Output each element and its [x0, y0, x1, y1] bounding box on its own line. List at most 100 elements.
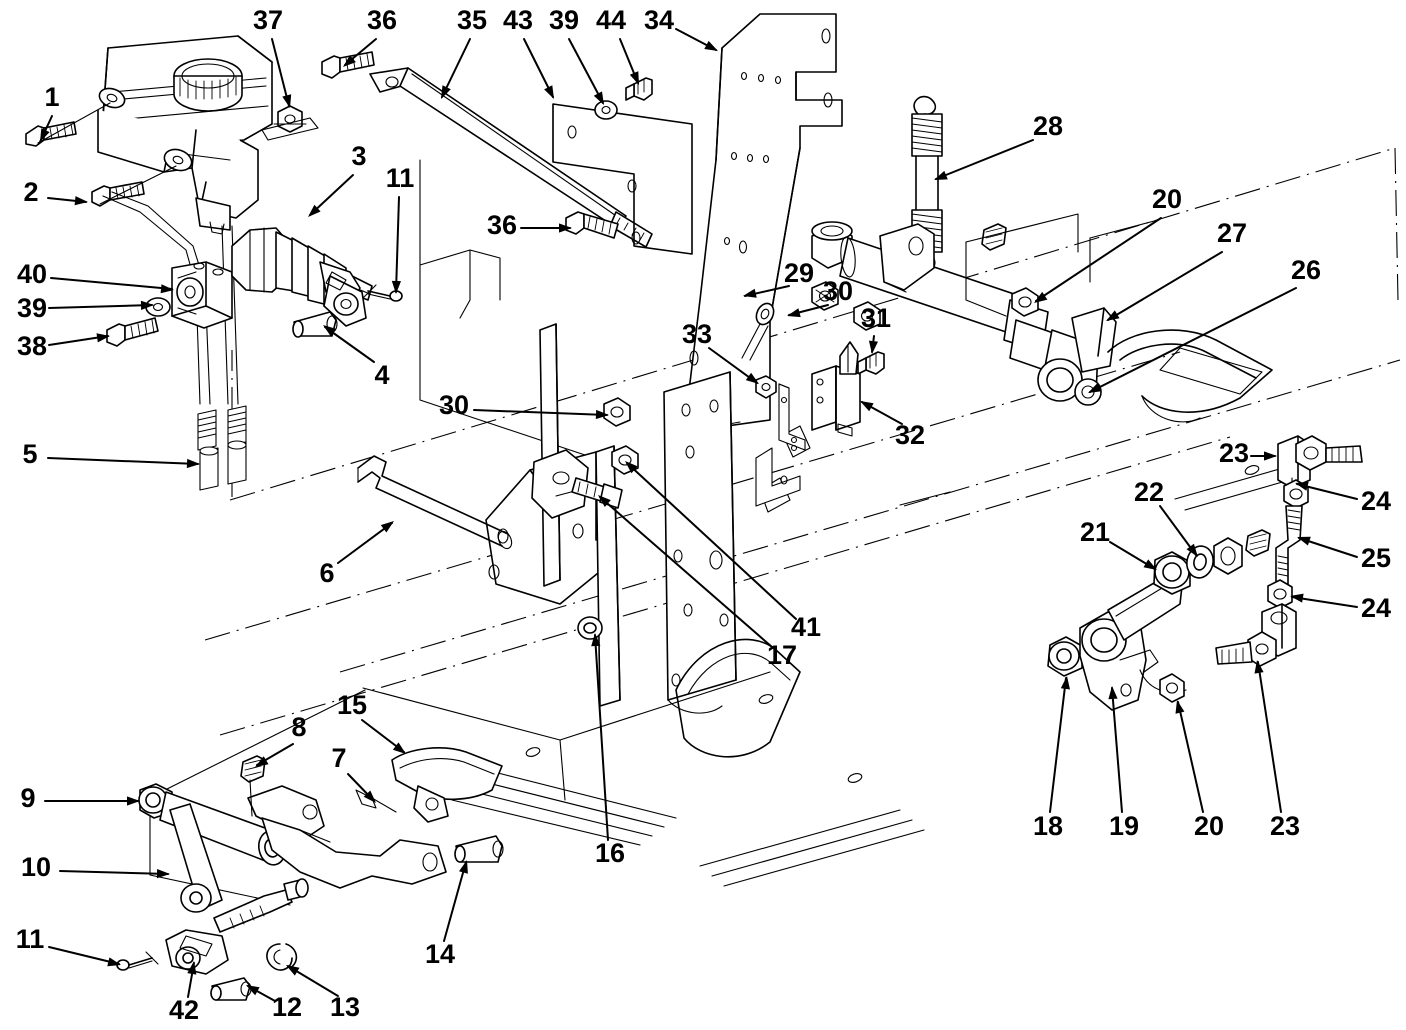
callout-12: 12 — [246, 985, 302, 1022]
screw-part-8-top — [981, 223, 1007, 251]
callout-number: 6 — [319, 558, 334, 588]
callout-14: 14 — [425, 860, 468, 969]
callout-number: 11 — [386, 163, 415, 193]
callout-20: 20 — [1034, 184, 1182, 303]
nut-part-20-top — [1011, 287, 1039, 317]
leader-arrowhead — [255, 756, 269, 767]
callout-number: 43 — [503, 5, 533, 35]
cotter-pin-part-11-upper — [363, 284, 403, 302]
shaft-mount-plate-phantom — [965, 213, 1159, 317]
callout-2: 2 — [23, 177, 88, 207]
switch-part-32 — [811, 341, 861, 437]
leader-arrowhead — [40, 128, 50, 142]
boot-and-pushrod-part-3 — [231, 227, 373, 327]
secondary-bracket — [755, 447, 801, 507]
callout-number: 16 — [595, 838, 625, 868]
callout-number: 40 — [17, 259, 47, 289]
leader-arrowhead — [1254, 660, 1264, 674]
callout-number: 14 — [425, 939, 455, 969]
rod-part-35 — [369, 67, 653, 248]
callout-number: 29 — [784, 258, 814, 288]
leader-line — [523, 38, 554, 98]
callout-37: 37 — [253, 5, 292, 108]
leader-arrowhead — [1143, 559, 1157, 570]
callout-43: 43 — [503, 5, 554, 99]
callout-10: 10 — [21, 852, 170, 882]
callout-30: 30 — [439, 390, 609, 420]
callout-9: 9 — [20, 783, 140, 813]
callout-39: 39 — [17, 293, 154, 323]
callout-13: 13 — [286, 965, 360, 1022]
leader-arrowhead — [107, 957, 121, 967]
callout-number: 12 — [272, 992, 302, 1022]
callout-11: 11 — [386, 163, 415, 294]
callout-19: 19 — [1108, 686, 1139, 841]
callout-39: 39 — [549, 5, 604, 105]
leader-line — [48, 946, 120, 965]
leader-arrowhead — [593, 91, 604, 105]
callout-number: 24 — [1361, 593, 1391, 623]
callout-38: 38 — [17, 331, 110, 361]
callout-number: 30 — [823, 276, 853, 306]
callout-40: 40 — [17, 259, 174, 294]
switch-mount-bracket — [778, 383, 806, 452]
leader-arrowhead — [1264, 451, 1277, 461]
leader-arrowhead — [459, 860, 468, 874]
callout-number: 31 — [861, 303, 891, 333]
leader-line — [50, 277, 173, 290]
callout-number: 41 — [791, 612, 821, 642]
screw-part-38 — [106, 317, 159, 347]
lower-right-linkage — [1047, 435, 1363, 711]
leader-arrowhead — [1108, 686, 1118, 700]
callout-36: 36 — [487, 210, 572, 240]
callout-25: 25 — [1297, 536, 1391, 573]
bolt-part-31 — [857, 351, 885, 375]
leader-arrowhead — [704, 40, 718, 51]
washer-part-39-upper — [594, 100, 618, 120]
callout-number: 38 — [17, 331, 47, 361]
leader-arrowhead — [559, 223, 572, 233]
leader-line — [59, 870, 169, 875]
leader-arrowhead — [787, 308, 801, 318]
callout-20: 20 — [1175, 700, 1224, 841]
leader-arrowhead — [868, 340, 878, 354]
callout-22: 22 — [1134, 477, 1198, 557]
rod-end-part-23-upper — [1277, 435, 1363, 489]
callout-21: 21 — [1080, 517, 1157, 570]
callout-number: 37 — [253, 5, 283, 35]
leader-arrowhead — [282, 94, 292, 108]
leader-arrowhead — [156, 869, 170, 879]
callout-27: 27 — [1106, 218, 1247, 321]
callout-23: 23 — [1254, 660, 1300, 841]
leader-arrowhead — [625, 461, 638, 474]
callout-number: 39 — [549, 5, 579, 35]
callout-41: 41 — [625, 461, 821, 642]
leader-line — [1049, 677, 1067, 813]
leader-arrowhead — [323, 325, 337, 337]
leader-line — [395, 196, 400, 293]
callout-18: 18 — [1033, 676, 1070, 841]
leader-arrowhead — [186, 458, 200, 469]
callout-number: 22 — [1134, 477, 1164, 507]
clamp-block-part-40 — [171, 261, 233, 329]
leader-arrowhead — [308, 204, 321, 217]
callout-26: 26 — [1088, 255, 1321, 393]
nut-part-24-lower — [1267, 579, 1293, 609]
leader-line — [48, 304, 153, 309]
brake-line-tubes — [102, 191, 247, 491]
callout-3: 3 — [308, 141, 367, 217]
nut-part-20-bottom — [1159, 673, 1185, 703]
leader-arrowhead — [629, 71, 639, 85]
callout-number: 20 — [1152, 184, 1182, 214]
callout-42: 42 — [169, 961, 199, 1025]
callout-15: 15 — [337, 690, 406, 754]
leader-arrowhead — [380, 521, 394, 533]
support-bracket-part-34 — [683, 13, 843, 433]
bolt-part-36-upper — [321, 51, 375, 79]
callout-11: 11 — [16, 924, 121, 967]
leader-line — [568, 38, 604, 104]
rod-end-part-23-lower — [1215, 603, 1297, 667]
callout-number: 36 — [367, 5, 397, 35]
